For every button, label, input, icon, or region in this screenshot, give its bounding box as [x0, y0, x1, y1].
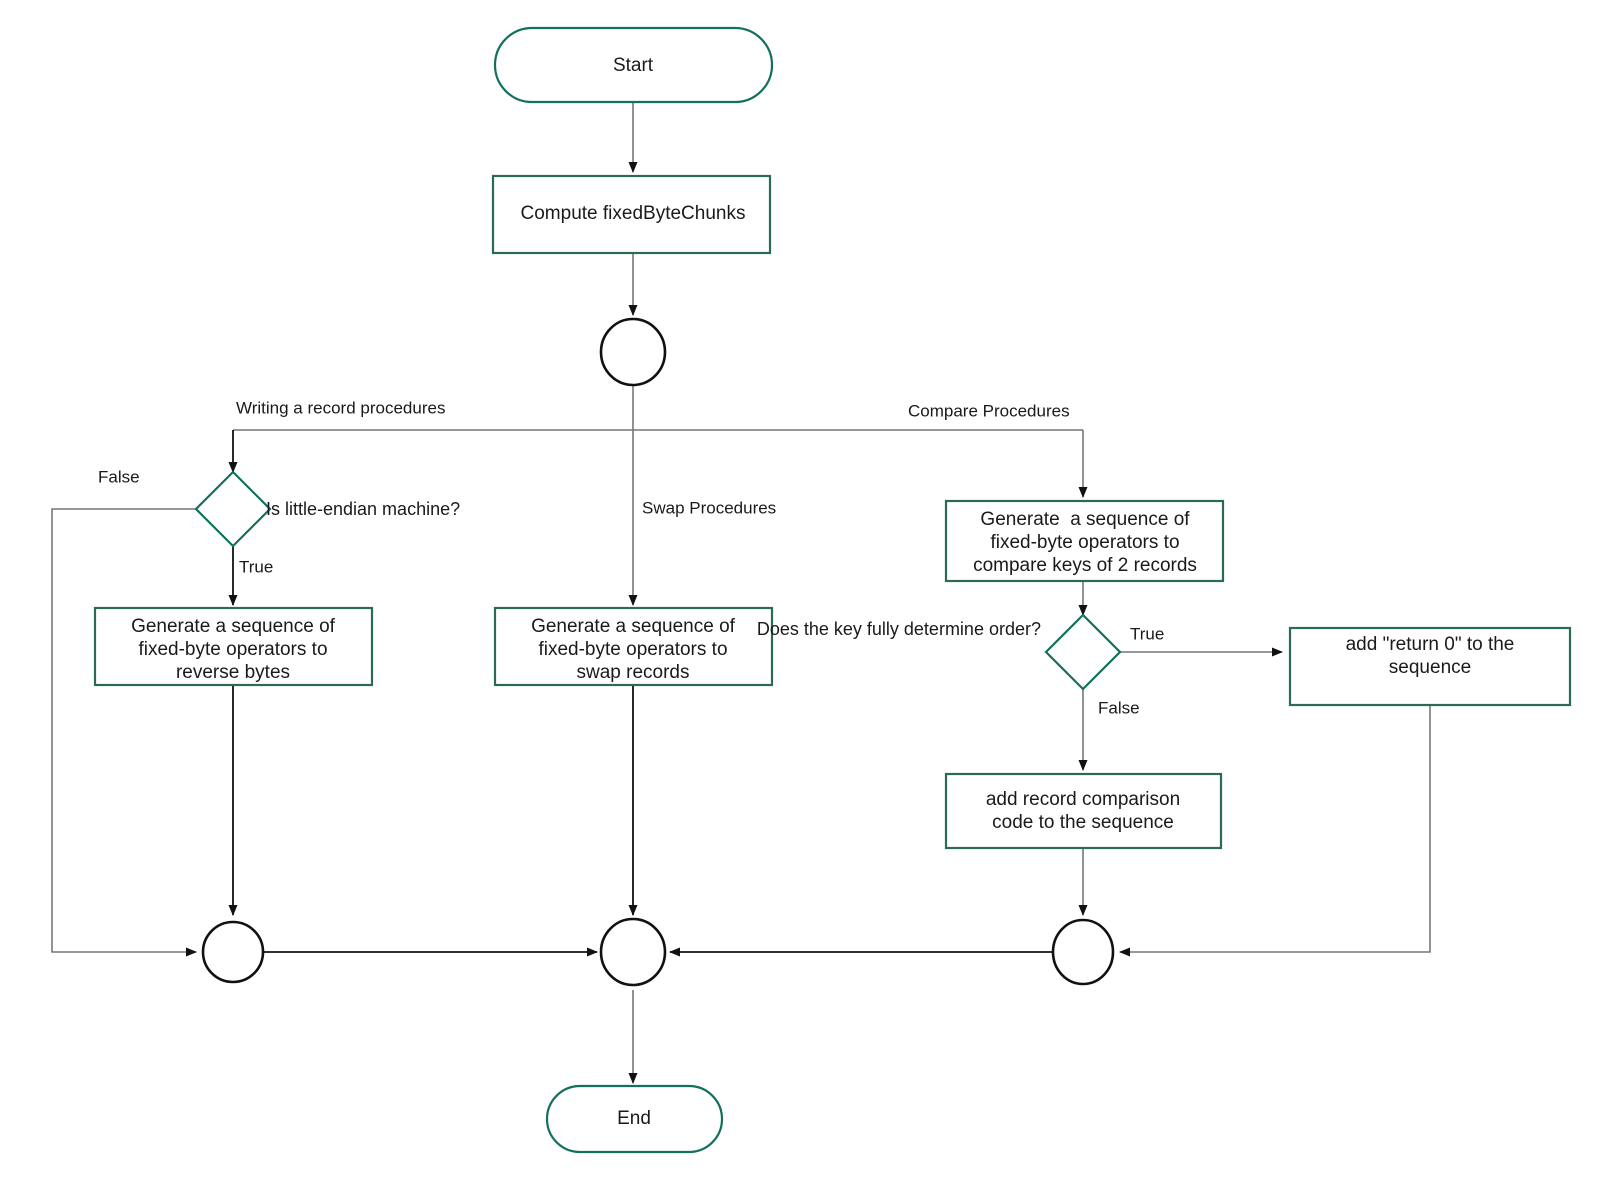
edge-return-zero-to-join-right: [1119, 705, 1431, 957]
node-return-zero[interactable]: add "return 0" to the sequence: [1288, 626, 1572, 707]
node-compute-fixedbytechunks[interactable]: Compute fixedByteChunks: [491, 174, 772, 255]
node-join-right[interactable]: [1051, 918, 1115, 986]
reverse-bytes-line2: fixed-byte operators to: [138, 639, 327, 660]
swap-records-line1: Generate a sequence of: [531, 616, 736, 637]
node-start[interactable]: Start: [493, 26, 774, 104]
label-compare-procedures: Compare Procedures: [908, 401, 1070, 420]
record-comparison-line1: add record comparison: [986, 789, 1180, 810]
key-decision-label: Does the key fully determine order?: [757, 619, 1041, 639]
node-join-left[interactable]: [201, 920, 265, 984]
return-zero-shape: [1288, 626, 1572, 707]
label-key-false: False: [1098, 698, 1140, 717]
join-right-circle: [1051, 918, 1115, 986]
start-label: Start: [613, 55, 654, 76]
edge-label-layer: Writing a record procedures Swap Procedu…: [98, 398, 1164, 717]
label-writing-record-procedures: Writing a record procedures: [236, 398, 445, 417]
node-swap-records[interactable]: Generate a sequence of fixed-byte operat…: [493, 606, 774, 687]
return-zero-line1: add "return 0" to the: [1346, 634, 1515, 655]
node-key-decision[interactable]: Does the key fully determine order?: [757, 613, 1122, 691]
endian-decision-shape: [194, 470, 272, 548]
reverse-bytes-shape: [93, 606, 374, 687]
node-endian-decision[interactable]: Is little-endian machine?: [194, 470, 460, 548]
join-left-circle: [201, 920, 265, 984]
node-join-center[interactable]: [599, 917, 667, 987]
label-endian-true: True: [239, 557, 273, 576]
compute-label: Compute fixedByteChunks: [521, 203, 746, 224]
node-reverse-bytes[interactable]: Generate a sequence of fixed-byte operat…: [93, 606, 374, 687]
swap-records-line2: fixed-byte operators to: [538, 639, 727, 660]
reverse-bytes-line3: reverse bytes: [176, 662, 290, 683]
compare-keys-line3: compare keys of 2 records: [973, 555, 1197, 576]
swap-records-shape: [493, 606, 774, 687]
connector-layer: [51, 101, 1431, 1084]
compute-shape: [491, 174, 772, 255]
record-comparison-line2: code to the sequence: [992, 812, 1174, 833]
reverse-bytes-line1: Generate a sequence of: [131, 616, 336, 637]
compare-keys-line2: fixed-byte operators to: [990, 532, 1179, 553]
end-shape: [545, 1084, 724, 1154]
node-record-comparison-code[interactable]: add record comparison code to the sequen…: [944, 772, 1223, 850]
compare-keys-line1: Generate a sequence of: [980, 509, 1190, 530]
label-key-true: True: [1130, 624, 1164, 643]
compare-keys-shape: [944, 499, 1225, 583]
label-swap-procedures: Swap Procedures: [642, 498, 776, 517]
swap-records-line3: swap records: [577, 662, 690, 683]
start-shape: [493, 26, 774, 104]
fork-circle: [599, 317, 667, 387]
node-compare-keys[interactable]: Generate a sequence of fixed-byte operat…: [944, 499, 1225, 583]
node-fork-junction[interactable]: [599, 317, 667, 387]
join-center-circle: [599, 917, 667, 987]
edge-endian-false: [51, 508, 197, 957]
node-end[interactable]: End: [545, 1084, 724, 1154]
record-comparison-shape: [944, 772, 1223, 850]
end-label: End: [617, 1108, 651, 1129]
key-decision-shape: [1044, 613, 1122, 691]
return-zero-line2: sequence: [1389, 657, 1471, 678]
label-endian-false: False: [98, 467, 140, 486]
endian-decision-label: Is little-endian machine?: [266, 499, 460, 519]
